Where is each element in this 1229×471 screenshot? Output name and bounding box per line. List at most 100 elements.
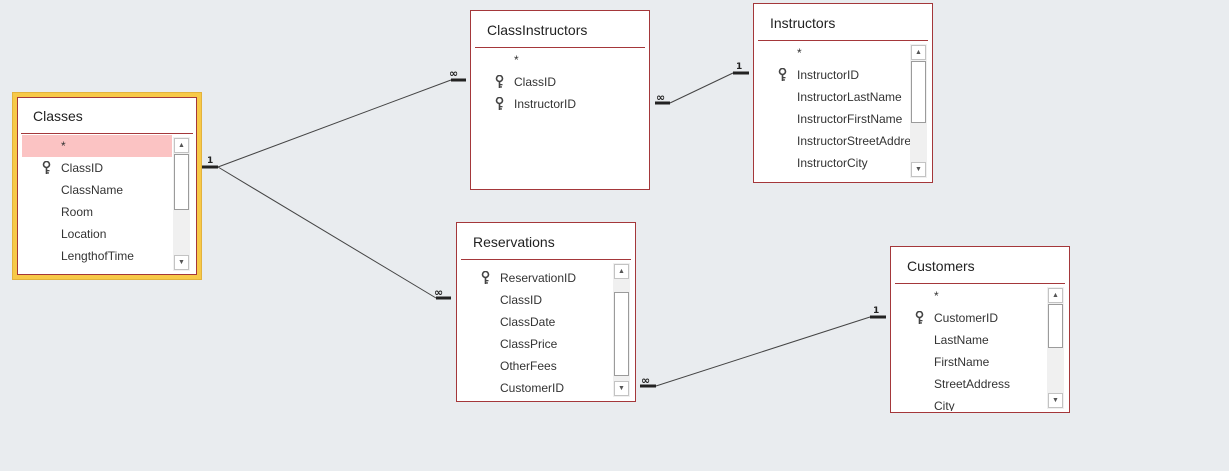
field-name: * xyxy=(797,46,802,60)
field-row[interactable]: InstructorFirstName xyxy=(758,108,910,130)
chevron-down-icon[interactable]: ▼ xyxy=(1048,393,1063,408)
field-name: ReservationID xyxy=(500,271,577,285)
field-row[interactable]: OtherFees xyxy=(461,355,613,377)
field-name: ClassID xyxy=(500,293,543,307)
field-row-customerid[interactable]: CustomerID xyxy=(895,307,1047,329)
field-row[interactable]: LastName xyxy=(895,329,1047,351)
relationship-line-instructors-classinstructors[interactable] xyxy=(669,72,734,104)
field-row-classid[interactable]: ClassID xyxy=(475,71,645,93)
cardinality-many-label: ∞ xyxy=(641,374,650,387)
field-row[interactable]: InstructorCity xyxy=(758,152,910,174)
field-row[interactable]: LengthofTime xyxy=(22,245,172,267)
vertical-scrollbar[interactable]: ▲ ▼ xyxy=(1047,287,1064,409)
cardinality-many-label: ∞ xyxy=(434,286,443,299)
vertical-scrollbar[interactable]: ▲ ▼ xyxy=(613,263,630,397)
field-name: LengthofTime xyxy=(61,249,134,263)
chevron-down-icon[interactable]: ▼ xyxy=(911,162,926,177)
field-name: ClassName xyxy=(61,183,124,197)
field-row[interactable]: ClassDate xyxy=(461,311,613,333)
field-row[interactable]: ClassID xyxy=(461,289,613,311)
table-reservations[interactable]: Reservations ReservationID ClassID Class… xyxy=(456,222,636,402)
field-row[interactable]: CustomerID xyxy=(461,377,613,399)
table-title[interactable]: Instructors xyxy=(770,15,836,31)
field-name: FirstName xyxy=(934,355,990,369)
field-list[interactable]: * ClassID ClassName Room Location Length… xyxy=(22,135,172,267)
field-list[interactable]: * ClassID InstructorID xyxy=(475,49,645,115)
field-name: City xyxy=(934,399,955,411)
field-name: * xyxy=(61,139,66,153)
title-divider xyxy=(475,47,645,48)
field-name: ClassDate xyxy=(500,315,556,329)
field-name: CustomerID xyxy=(934,311,999,325)
title-divider xyxy=(895,283,1065,284)
cardinality-one-label: 1 xyxy=(873,306,879,316)
field-row[interactable]: ClassPrice xyxy=(461,333,613,355)
chevron-up-icon[interactable]: ▲ xyxy=(174,138,189,153)
chevron-up-icon[interactable]: ▲ xyxy=(614,264,629,279)
title-divider xyxy=(461,259,631,260)
field-name: InstructorCity xyxy=(797,156,868,170)
chevron-up-icon[interactable]: ▲ xyxy=(1048,288,1063,303)
field-row-reservationid[interactable]: ReservationID xyxy=(461,267,613,289)
field-row-all[interactable]: * xyxy=(22,135,172,157)
field-name: InstructorFirstName xyxy=(797,112,903,126)
vertical-scrollbar[interactable]: ▲ ▼ xyxy=(910,44,927,178)
field-name: InstructorLastName xyxy=(797,90,902,104)
relationship-line-classes-reservations[interactable] xyxy=(217,166,437,299)
field-row-instructorid[interactable]: InstructorID xyxy=(758,64,910,86)
cardinality-many-label: ∞ xyxy=(449,67,458,80)
field-row-classid[interactable]: ClassID xyxy=(22,157,172,179)
chevron-down-icon[interactable]: ▼ xyxy=(614,381,629,396)
table-classinstructors[interactable]: ClassInstructors * ClassID InstructorID xyxy=(470,10,650,190)
key-icon xyxy=(495,97,504,110)
relationship-line-customers-reservations[interactable] xyxy=(655,316,871,387)
chevron-up-icon[interactable]: ▲ xyxy=(911,45,926,60)
field-row-all[interactable]: * xyxy=(475,49,645,71)
table-title[interactable]: ClassInstructors xyxy=(487,22,588,38)
table-instructors[interactable]: Instructors * InstructorID InstructorLas… xyxy=(753,3,933,183)
field-name: InstructorStreetAddress xyxy=(797,134,910,148)
field-name: InstructorID xyxy=(514,97,577,111)
cardinality-many-label: ∞ xyxy=(656,91,665,104)
key-icon xyxy=(42,161,51,174)
field-row[interactable]: ClassName xyxy=(22,179,172,201)
table-title[interactable]: Reservations xyxy=(473,234,555,250)
scrollbar-thumb[interactable] xyxy=(614,292,629,376)
field-list[interactable]: * CustomerID LastName FirstName StreetAd… xyxy=(895,285,1047,411)
vertical-scrollbar[interactable]: ▲ ▼ xyxy=(173,137,190,271)
field-row[interactable]: InstructorLastName xyxy=(758,86,910,108)
field-row[interactable]: FirstName xyxy=(895,351,1047,373)
field-row-all[interactable]: * xyxy=(758,42,910,64)
field-row-instructorid[interactable]: InstructorID xyxy=(475,93,645,115)
table-title[interactable]: Classes xyxy=(33,108,83,124)
table-customers[interactable]: Customers * CustomerID LastName FirstNam… xyxy=(890,246,1070,413)
field-name: * xyxy=(934,289,939,303)
field-row[interactable]: InstructorStreetAddress xyxy=(758,130,910,152)
field-name: LastName xyxy=(934,333,989,347)
scrollbar-thumb[interactable] xyxy=(174,154,189,210)
field-row[interactable]: Room xyxy=(22,201,172,223)
field-row[interactable]: City xyxy=(895,395,1047,411)
field-row-all[interactable]: * xyxy=(895,285,1047,307)
field-row[interactable]: Location xyxy=(22,223,172,245)
table-classes[interactable]: Classes * ClassID ClassName Room Locatio… xyxy=(12,92,202,280)
table-title[interactable]: Customers xyxy=(907,258,975,274)
scrollbar-thumb[interactable] xyxy=(1048,304,1063,348)
scrollbar-thumb[interactable] xyxy=(911,61,926,123)
field-name: CustomerID xyxy=(500,381,565,395)
field-name: ClassID xyxy=(514,75,557,89)
field-name: OtherFees xyxy=(500,359,557,373)
key-icon xyxy=(495,75,504,88)
key-icon xyxy=(481,271,490,284)
chevron-down-icon[interactable]: ▼ xyxy=(174,255,189,270)
cardinality-one-label: 1 xyxy=(736,62,742,72)
key-icon xyxy=(915,311,924,324)
relationship-line-classes-classinstructors[interactable] xyxy=(217,79,452,168)
field-list[interactable]: * InstructorID InstructorLastName Instru… xyxy=(758,42,910,174)
key-icon xyxy=(778,68,787,81)
field-name: ClassID xyxy=(61,161,104,175)
field-name: ClassPrice xyxy=(500,337,558,351)
field-row[interactable]: StreetAddress xyxy=(895,373,1047,395)
field-list[interactable]: ReservationID ClassID ClassDate ClassPri… xyxy=(461,267,613,399)
